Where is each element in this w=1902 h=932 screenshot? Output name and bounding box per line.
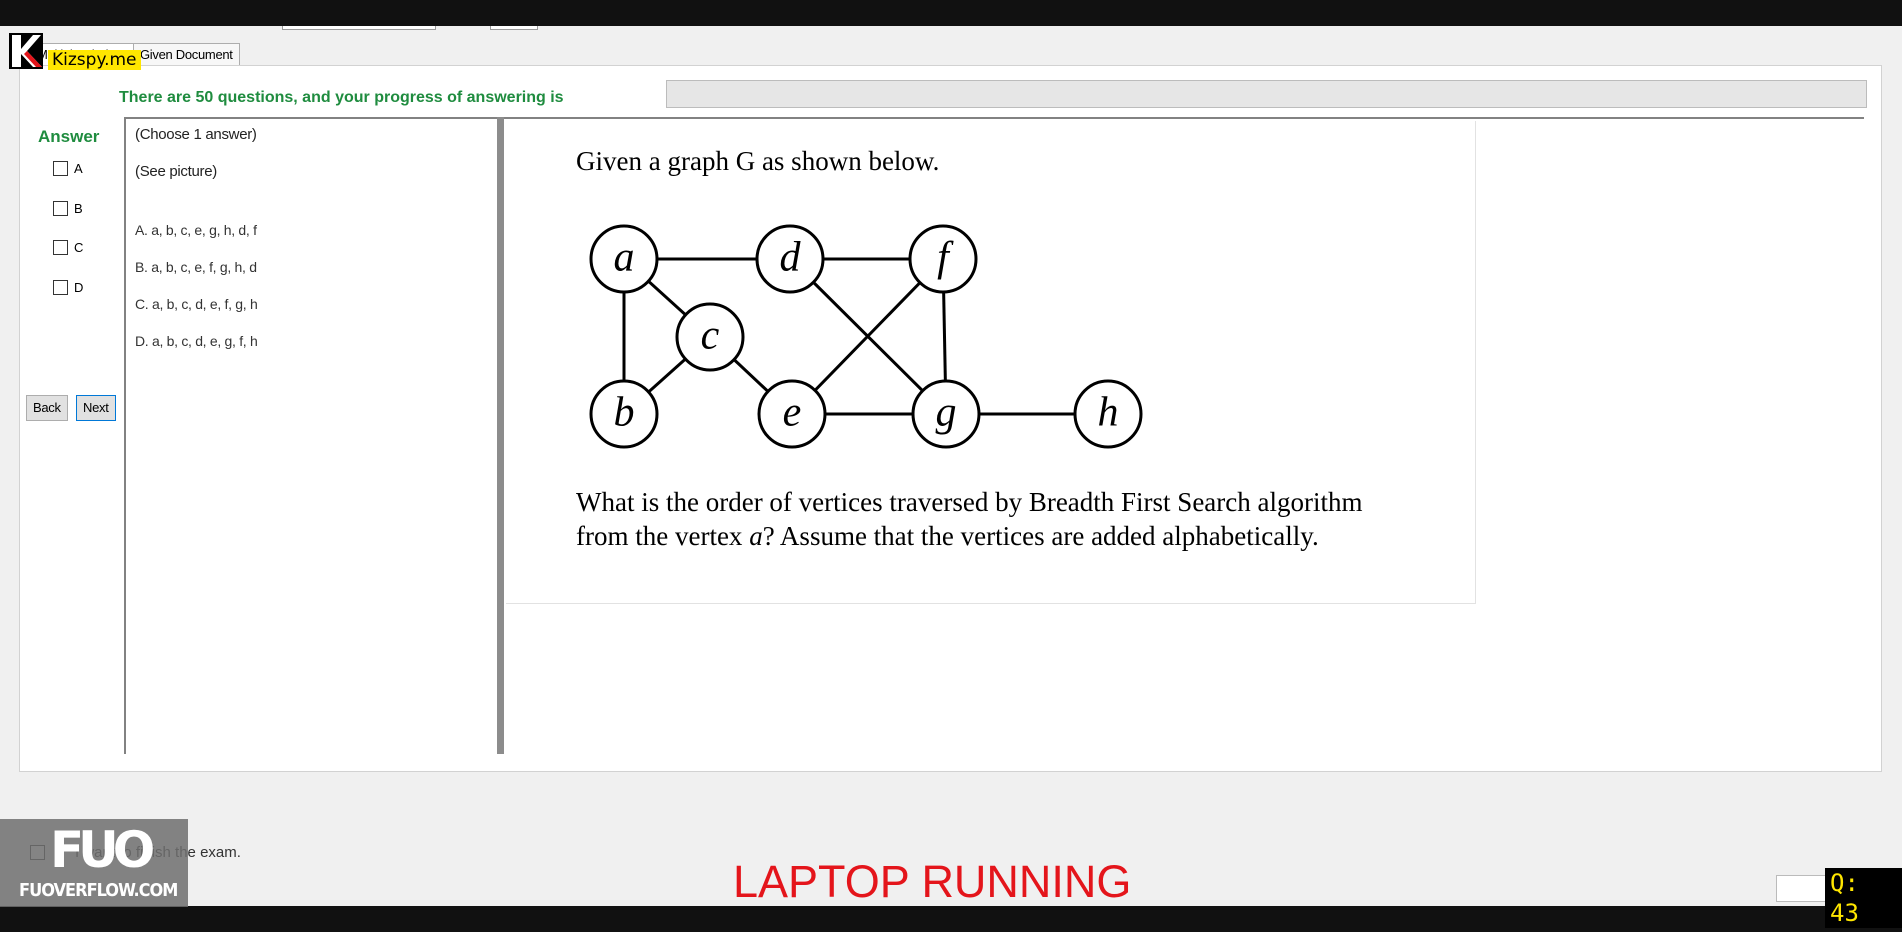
picture-question-part: ? Assume that the vertices are added alp… <box>762 521 1319 551</box>
graph-vertex-label: g <box>936 390 957 436</box>
question-option-c: C. a, b, c, d, e, f, g, h <box>135 296 258 312</box>
next-button[interactable]: Next <box>76 395 116 421</box>
graph-edge-e-f <box>790 257 945 416</box>
graph-vertex-label: d <box>780 235 802 281</box>
answer-option-label: C <box>74 240 84 255</box>
tab-given-document[interactable]: Given Document <box>133 43 240 65</box>
status-banner: LAPTOP RUNNING <box>733 856 1132 906</box>
graph-vertex-f: f <box>908 224 978 294</box>
graph-diagram: a b c d e f g h <box>589 224 1143 449</box>
checkbox[interactable] <box>53 280 68 295</box>
kizspy-logo-icon <box>9 33 43 69</box>
question-text-pane: (Choose 1 answer) (See picture) A. a, b,… <box>124 117 498 754</box>
back-button[interactable]: Back <box>26 395 68 421</box>
kizspy-watermark: Kizspy.me <box>48 50 141 70</box>
question-instruction: (Choose 1 answer) <box>135 126 257 143</box>
graph-vertex-circle <box>675 302 745 372</box>
answer-option-c[interactable]: C <box>53 240 83 255</box>
graph-vertex-g: g <box>911 379 981 449</box>
graph-vertex-label: e <box>783 390 802 436</box>
graph-vertex-label: b <box>614 390 635 436</box>
graph-vertex-circle <box>589 379 659 449</box>
graph-vertex-circle <box>908 224 978 294</box>
question-picture-pane: Given a graph G as shown below. a b c d e f g h… <box>504 117 1864 754</box>
top-field-remnant <box>490 26 538 30</box>
graph-vertex-label: c <box>701 313 720 359</box>
fuoverflow-text: FUOVERFLOW.COM <box>19 880 178 901</box>
answer-label: Answer <box>38 127 100 146</box>
top-combo-remnant <box>282 26 436 30</box>
question-picture: Given a graph G as shown below. a b c d e f g h… <box>506 121 1476 604</box>
picture-intro: Given a graph G as shown below. <box>576 146 940 176</box>
fuo-logo-text: FUO <box>50 821 155 879</box>
graph-vertex-label: a <box>614 235 635 281</box>
question-option-d: D. a, b, c, d, e, g, f, h <box>135 333 258 349</box>
picture-question-part: from the vertex <box>576 521 750 551</box>
graph-vertex-circle <box>911 379 981 449</box>
checkbox[interactable] <box>53 161 68 176</box>
graph-vertex-circle <box>589 224 659 294</box>
answer-option-label: B <box>74 201 83 216</box>
graph-vertex-circle <box>755 224 825 294</box>
fuoverflow-watermark: FUO FUOVERFLOW.COM <box>0 819 188 907</box>
checkbox[interactable] <box>53 201 68 216</box>
question-option-a: A. a, b, c, e, g, h, d, f <box>135 222 257 238</box>
checkbox[interactable] <box>53 240 68 255</box>
graph-vertex-a: a <box>589 224 659 294</box>
picture-question-vertex: a <box>749 521 763 551</box>
exam-window: Multiple Choices Given Document There ar… <box>0 26 1902 906</box>
answer-option-label: A <box>74 161 83 176</box>
question-option-b: B. a, b, c, e, f, g, h, d <box>135 259 257 275</box>
answer-option-label: D <box>74 280 84 295</box>
progress-label: There are 50 questions, and your progres… <box>119 89 564 106</box>
graph-vertex-b: b <box>589 379 659 449</box>
pane-splitter[interactable] <box>497 117 504 754</box>
graph-vertex-d: d <box>755 224 825 294</box>
answer-option-d[interactable]: D <box>53 280 83 295</box>
picture-question-line-1: What is the order of vertices traversed … <box>576 487 1363 517</box>
graph-vertex-h: h <box>1073 379 1143 449</box>
graph-vertex-label: h <box>1098 390 1119 436</box>
progress-bar <box>666 80 1867 108</box>
question-counter-badge: Q: 43 <box>1825 868 1902 928</box>
answer-option-a[interactable]: A <box>53 161 83 176</box>
graph-vertex-e: e <box>757 379 827 449</box>
graph-vertex-circle <box>757 379 827 449</box>
answer-option-b[interactable]: B <box>53 201 83 216</box>
graph-vertex-circle <box>1073 379 1143 449</box>
graph-vertex-c: c <box>675 302 745 372</box>
picture-question-line-2: from the vertex a? Assume that the verti… <box>576 521 1319 552</box>
question-see-picture: (See picture) <box>135 163 217 180</box>
